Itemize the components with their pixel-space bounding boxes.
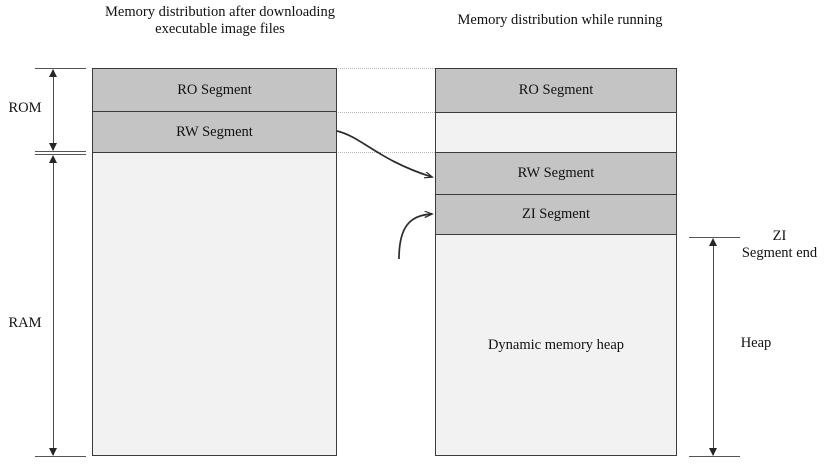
zi-segment-end-label: ZI Segment end: [741, 228, 818, 261]
right-segment-heap-label: Dynamic memory heap: [487, 336, 625, 353]
ram-arrowhead-up: [49, 155, 57, 163]
right-segment-zi: ZI Segment: [435, 194, 677, 235]
rw-relocation-arrow: [336, 130, 432, 177]
ram-tick-top: [35, 154, 86, 155]
right-segment-heap: Dynamic memory heap: [435, 234, 677, 456]
heap-arrowhead-down: [709, 448, 717, 456]
rom-label: ROM: [8, 100, 42, 116]
right-segment-gap: [435, 112, 677, 153]
zi-segment-end-tick: [689, 237, 740, 238]
rom-dimension-shaft: [53, 70, 54, 150]
left-segment-rw-label: RW Segment: [176, 123, 253, 140]
rom-tick-bottom: [35, 151, 86, 152]
left-diagram-title: Memory distribution after downloading ex…: [105, 4, 335, 37]
ram-dimension-shaft: [53, 157, 54, 455]
heap-tick-bottom: [689, 456, 740, 457]
heap-label: Heap: [740, 335, 772, 351]
rom-tick-top: [35, 68, 86, 69]
ram-arrowhead-down: [49, 448, 57, 456]
rom-arrowhead-up: [49, 69, 57, 77]
left-segment-ro-label: RO Segment: [177, 81, 252, 98]
left-memory-column: RO Segment RW Segment: [92, 68, 337, 456]
zi-creation-arrow: [398, 214, 432, 260]
right-segment-rw-label: RW Segment: [517, 165, 595, 181]
right-segment-ro-label: RO Segment: [518, 82, 594, 98]
left-segment-free: [92, 152, 337, 456]
right-diagram-title: Memory distribution while running: [457, 12, 663, 28]
rom-arrowhead-down: [49, 143, 57, 151]
right-segment-ro: RO Segment: [435, 68, 677, 113]
dotted-connector-ro-top: [338, 68, 435, 69]
ram-tick-bottom: [35, 456, 86, 457]
heap-arrowhead-up: [709, 238, 717, 246]
heap-dimension-shaft: [713, 240, 714, 455]
right-segment-zi-label: ZI Segment: [521, 206, 591, 222]
left-segment-rw: RW Segment: [92, 111, 337, 153]
dotted-connector-ro-bottom: [338, 112, 435, 113]
ram-label: RAM: [8, 315, 42, 331]
left-segment-ro: RO Segment: [92, 68, 337, 112]
dotted-connector-rw-bottom: [338, 152, 435, 153]
right-memory-column: RO Segment RW Segment ZI Segment Dynamic…: [435, 68, 677, 456]
right-segment-rw: RW Segment: [435, 152, 677, 195]
